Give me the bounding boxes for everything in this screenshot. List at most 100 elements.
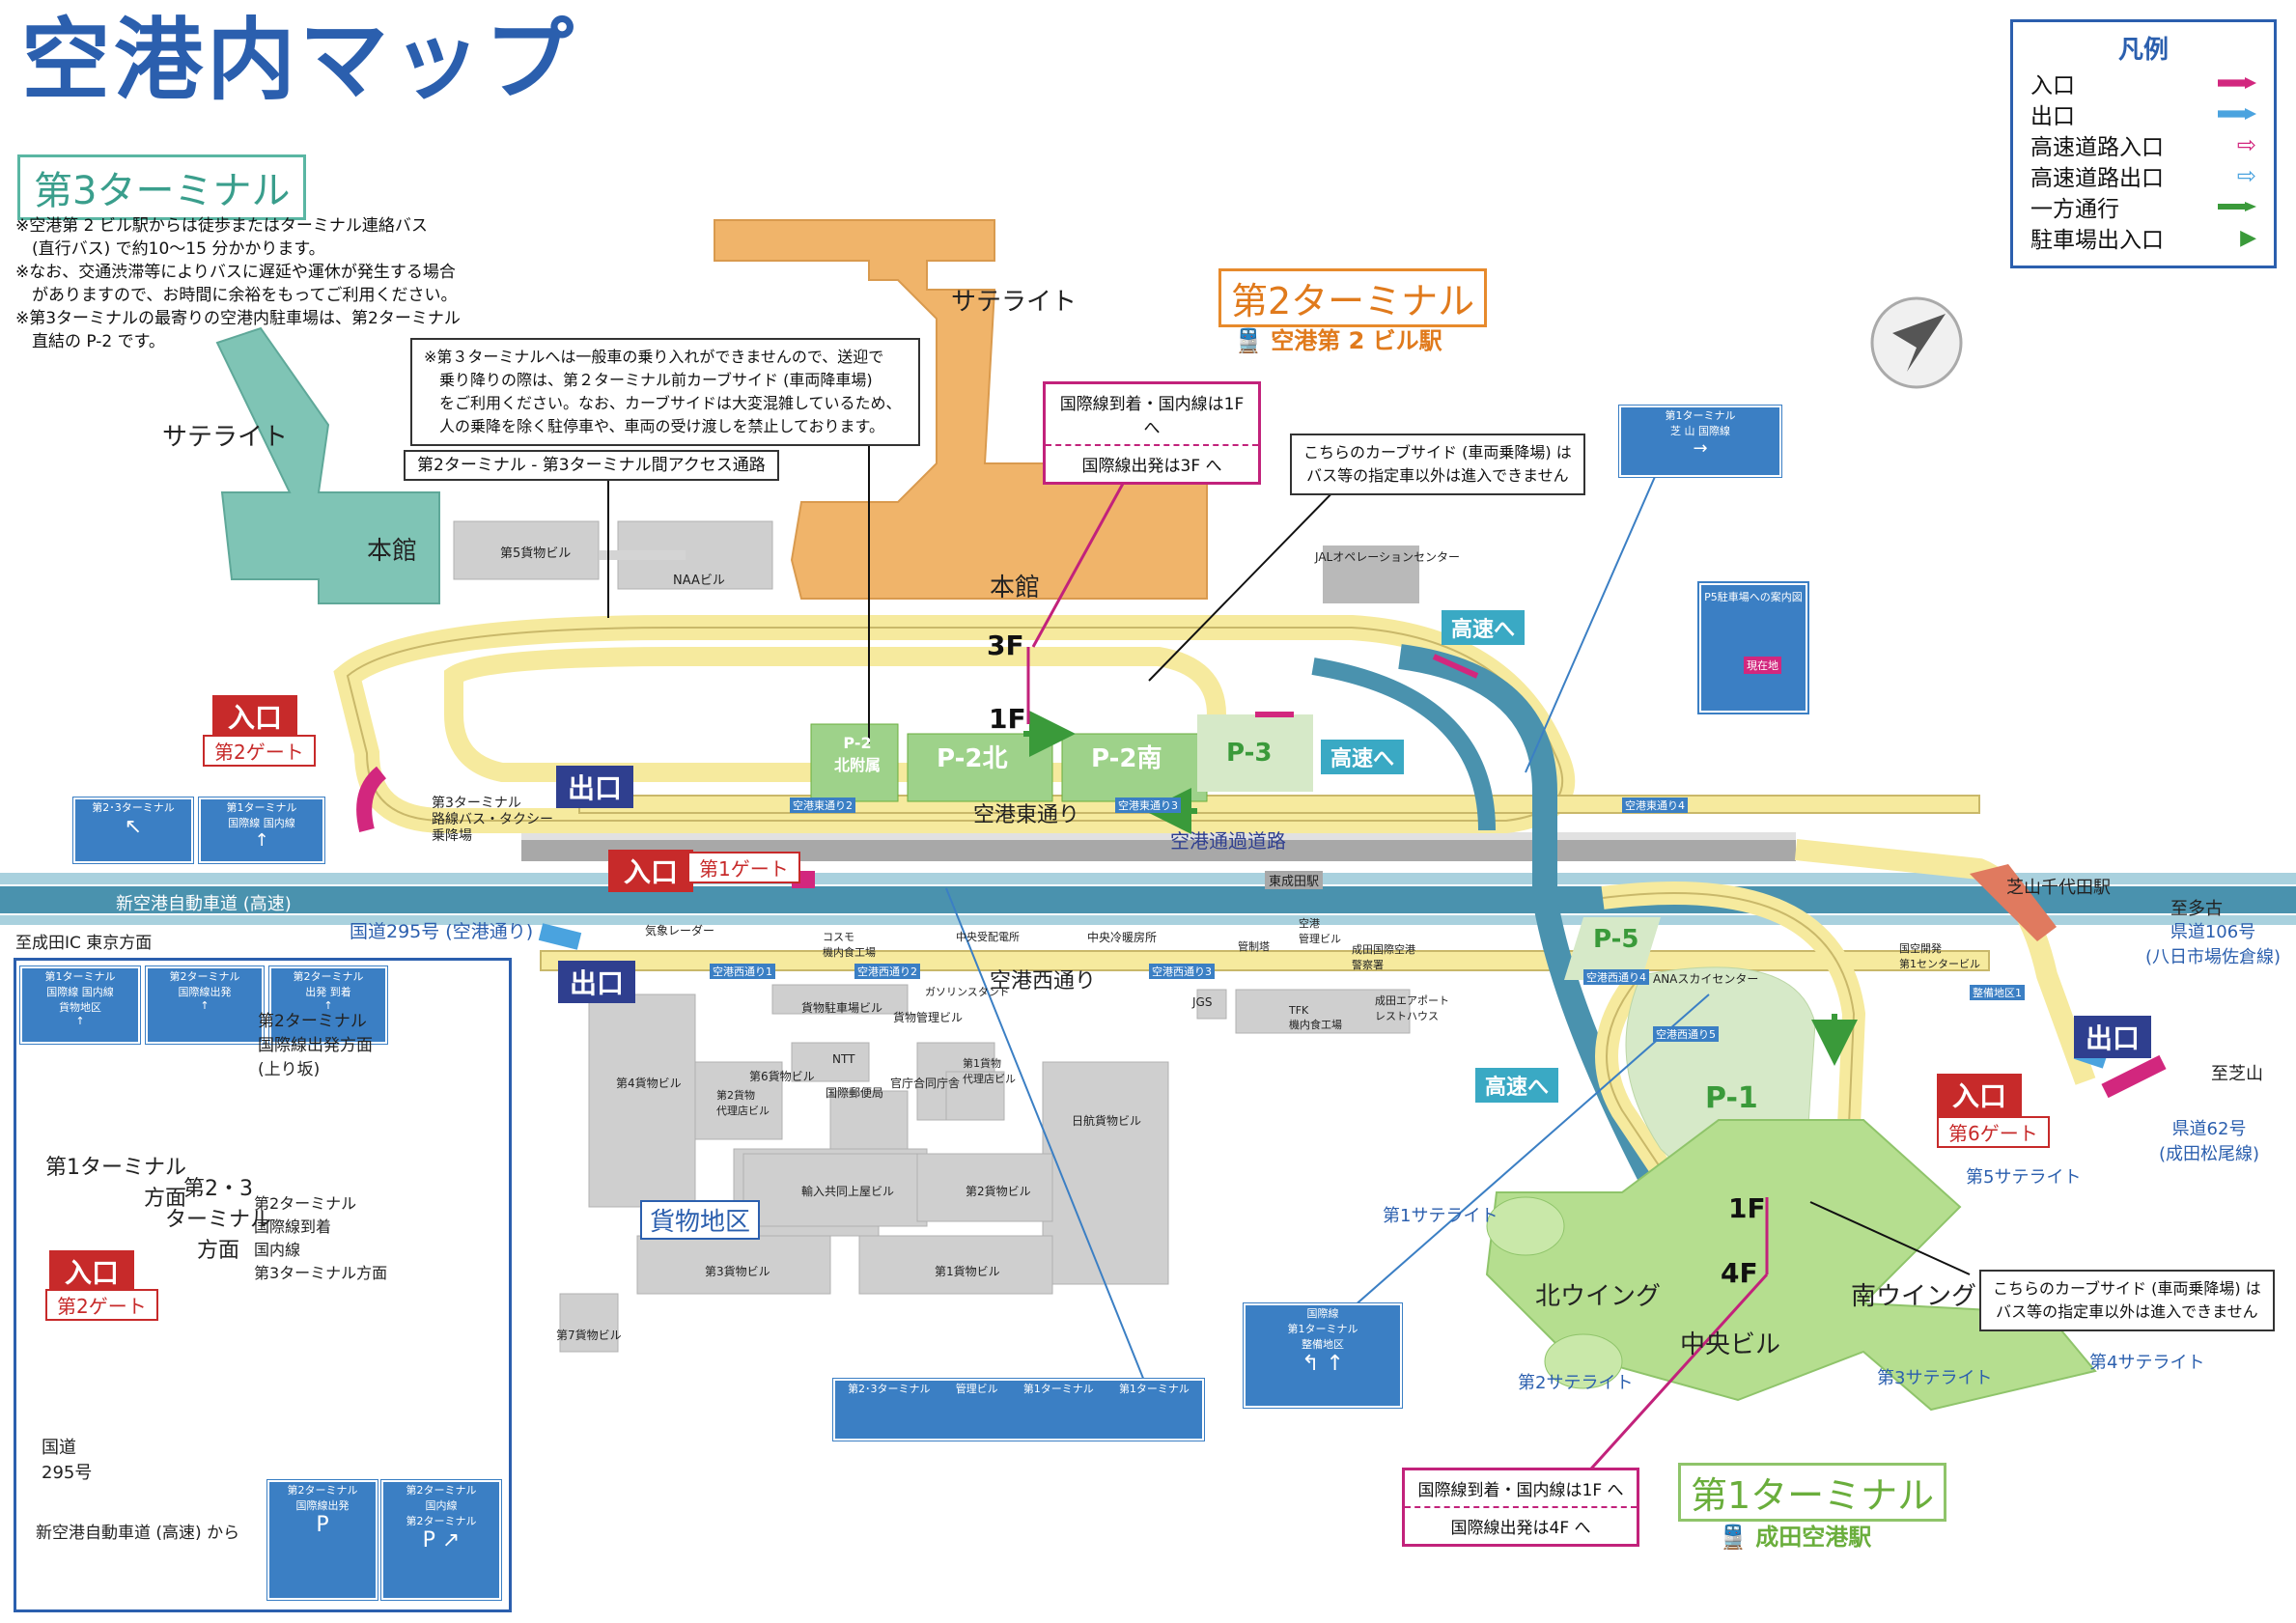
cargo-building: コスモ 機内食工場 — [823, 931, 876, 959]
inset-signs: 第1ターミナル国際線 国内線貨物地区↑ 第2ターミナル国際線出発↑ 第2ターミナ… — [20, 966, 387, 1044]
page-title: 空港内マップ — [21, 9, 578, 112]
inset-t1-direction: 第1ターミナル 方面 — [45, 1156, 186, 1211]
terminal1-station: 🚆 成田空港駅 — [1719, 1524, 1872, 1551]
terminal1-1f: 1F — [1728, 1192, 1766, 1224]
terminal3-satellite: サテライト — [162, 423, 289, 452]
terminal2-1f: 1F — [989, 703, 1026, 735]
signal-label: 空港西通り3 — [1149, 964, 1215, 979]
cargo-building: ANAスカイセンター — [1653, 972, 1759, 986]
direction-sign: 国際線第1ターミナル整備地区↰ ↑ — [1244, 1303, 1402, 1408]
cargo-building: 第2貨物ビル — [966, 1185, 1031, 1198]
cargo-area-label: 貨物地区 — [640, 1200, 761, 1240]
parking-p1: P-1 — [1705, 1081, 1758, 1115]
cargo-building: 第1貨物 代理店ビル — [963, 1057, 1016, 1085]
cargo-building: NAAビル — [673, 574, 725, 588]
signal-label: 空港西通り1 — [710, 964, 775, 979]
signal-label: 整備地区1 — [1970, 985, 2025, 1000]
terminal1-floor-box: 国際線到着・国内線は1F へ 国際線出発は4F へ — [1402, 1468, 1639, 1547]
cargo-building: 第6貨物ビル — [749, 1070, 815, 1083]
legend: 凡例 入口 出口 高速道路入口⇨ 高速道路出口⇨ 一方通行 駐車場出入口▶ — [2010, 19, 2277, 268]
terminal2-station: 🚆 空港第 2 ビル駅 — [1234, 327, 1442, 354]
arrow-icon — [2218, 202, 2256, 211]
inset-t2-departure: 第2ターミナル 国際線出発方面 (上り坂) — [258, 1012, 373, 1079]
cargo-building: 第4貨物ビル — [616, 1077, 682, 1090]
cargo-building: 管制塔 — [1238, 940, 1270, 953]
signal-label: 空港東通り3 — [1115, 798, 1181, 813]
direction-sign: 第2ターミナル出発 到着↑ — [269, 966, 387, 1044]
cargo-building: 日航貨物ビル — [1072, 1114, 1142, 1128]
through-road — [521, 840, 1796, 861]
entrance-gate2-label: 入口 — [212, 695, 298, 738]
cargo-building: 気象レーダー — [645, 924, 715, 937]
cargo-building: 貨物駐車場ビル — [801, 1001, 883, 1015]
outline-arrow-icon: ⇨ — [2236, 131, 2256, 158]
exit-label-east: 出口 — [556, 766, 634, 808]
parking-p2-annex: P-2 北附属 — [834, 734, 882, 774]
to-shibayama: 至芝山 — [2211, 1064, 2263, 1084]
to-takoku: 至多古 — [2170, 899, 2223, 919]
satellite-1: 第1サテライト — [1383, 1206, 1498, 1226]
entrance-gate1-label: 入口 — [608, 850, 694, 892]
cargo-building: 国空開発 第1センタービル — [1899, 942, 1980, 970]
cargo-building: 中央冷暖房所 — [1087, 931, 1158, 944]
terminal2-building — [714, 219, 1208, 600]
cargo-building: NTT — [832, 1052, 855, 1066]
higashi-narita-station: 東成田駅 — [1265, 871, 1324, 889]
to-highway-1: 高速へ — [1442, 610, 1526, 645]
terminal3-notice: ※第３ターミナルへは一般車の乗り入れができませんので、送迎で 乗り降りの際は、第… — [410, 338, 920, 446]
direction-sign: 第1ターミナル芝 山 国際線→ — [1619, 406, 1781, 477]
inset-route295: 国道 295号 — [42, 1438, 93, 1483]
terminal2-satellite: サテライト — [951, 288, 1078, 317]
inset-entrance: 入口 — [49, 1250, 135, 1293]
prefectural-road-62: 県道62号 (成田松尾線) — [2159, 1119, 2260, 1164]
terminal2-curbside: こちらのカーブサイド (車両乗降場) は バス等の指定車以外は進入できません — [1290, 434, 1585, 495]
legend-item: 出口 — [2013, 98, 2274, 129]
signal-label: 空港西通り4 — [1583, 969, 1649, 985]
triangle-icon: ▶ — [2240, 225, 2256, 250]
signal-label: 空港西通り5 — [1653, 1026, 1719, 1042]
arrow-icon — [2218, 77, 2256, 89]
terminal2-3f: 3F — [987, 630, 1024, 661]
signal-label: 空港東通り2 — [790, 798, 855, 813]
road-east: 空港東通り — [973, 803, 1080, 827]
terminal1-label: 第1ターミナル — [1678, 1463, 1947, 1522]
gate2-label: 第2ゲート — [203, 735, 316, 767]
parking-p2-north: P-2北 — [937, 744, 1008, 773]
legend-item: 一方通行 — [2013, 191, 2274, 222]
to-highway-2: 高速へ — [1321, 740, 1405, 774]
legend-item: 高速道路出口⇨ — [2030, 162, 2256, 191]
access-road-label: 第2ターミナル - 第3ターミナル間アクセス通路 — [404, 450, 779, 481]
satellite-4: 第4サテライト — [2089, 1353, 2205, 1373]
inset-gate2: 第2ゲート — [45, 1289, 158, 1321]
shibayama-chiyoda-station: 芝山千代田駅 — [2006, 878, 2111, 898]
cargo-building: TFK 機内食工場 — [1289, 1004, 1342, 1031]
gate6-label: 第6ゲート — [1937, 1116, 2050, 1148]
road-expressway: 新空港自動車道 (高速) — [116, 894, 292, 914]
cargo-building: 成田エアポート レストハウス — [1375, 994, 1449, 1022]
legend-title: 凡例 — [2117, 36, 2169, 65]
terminal3-bus-stop: 第3ターミナル 路線バス・タクシー 乗降場 — [432, 796, 553, 844]
jal-operation-center: JALオペレーションセンター — [1315, 550, 1460, 564]
cargo-building: 第7貨物ビル — [556, 1329, 622, 1342]
legend-item: 高速道路入口⇨ — [2030, 131, 2256, 160]
terminal3-main: 本館 — [367, 537, 418, 566]
terminal1-4f: 4F — [1721, 1257, 1758, 1289]
cargo-building: 第2貨物 代理店ビル — [716, 1089, 770, 1117]
terminal2-main: 本館 — [990, 574, 1041, 602]
inset-map: 第1ターミナル国際線 国内線貨物地区↑ 第2ターミナル国際線出発↑ 第2ターミナ… — [14, 958, 512, 1612]
satellite-3: 第3サテライト — [1877, 1368, 1993, 1388]
cargo-building: 貨物管理ビル — [893, 1011, 964, 1024]
terminal1-north-wing: 北ウイング — [1535, 1282, 1662, 1311]
terminal3-notes: ※空港第 2 ビル駅からは徒歩またはターミナル連絡バス (直行バス) で約10～… — [15, 216, 461, 351]
signal-label: 空港西通り2 — [854, 964, 920, 979]
terminal3-building — [215, 326, 440, 604]
cargo-building: ガソリンスタンド — [925, 986, 1010, 998]
terminal2-label: 第2ターミナル — [1218, 268, 1488, 327]
terminal3-label: 第3ターミナル — [17, 154, 307, 220]
arrow-icon — [2218, 108, 2256, 120]
direction-sign: 第2ターミナル国際線出発↑ — [146, 966, 264, 1044]
road-west: 空港西通り — [990, 969, 1097, 993]
satellite-5: 第5サテライト — [1966, 1167, 2082, 1188]
